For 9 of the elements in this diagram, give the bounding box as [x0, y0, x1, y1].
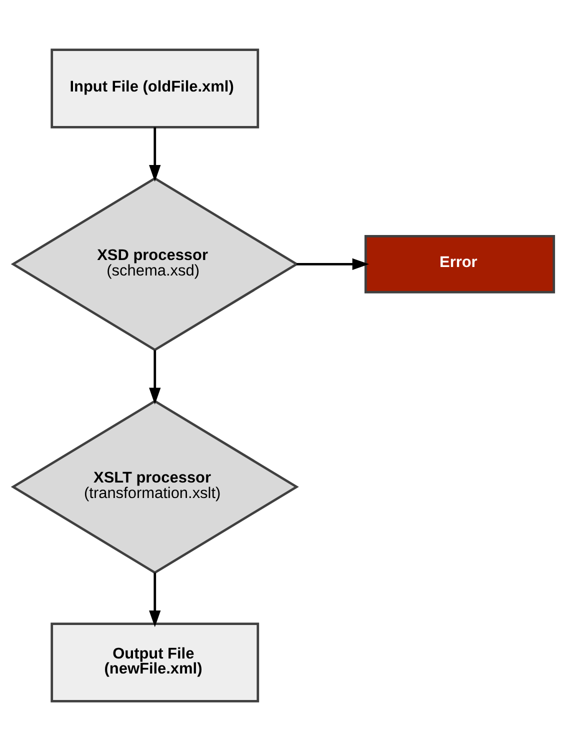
arrow [149, 126, 161, 182]
node-box: Output File (newFile.xml) [50, 622, 260, 702]
arrow [149, 572, 161, 627]
node-box: Error [364, 234, 556, 293]
node-diamond: XSLT processor (transformation.xslt) [10, 399, 299, 574]
arrow [149, 350, 161, 404]
node-box: Input File (oldFile.xml) [50, 48, 260, 128]
node-diamond: XSD processor (schema.xsd) [10, 176, 299, 351]
arrow [296, 258, 370, 270]
